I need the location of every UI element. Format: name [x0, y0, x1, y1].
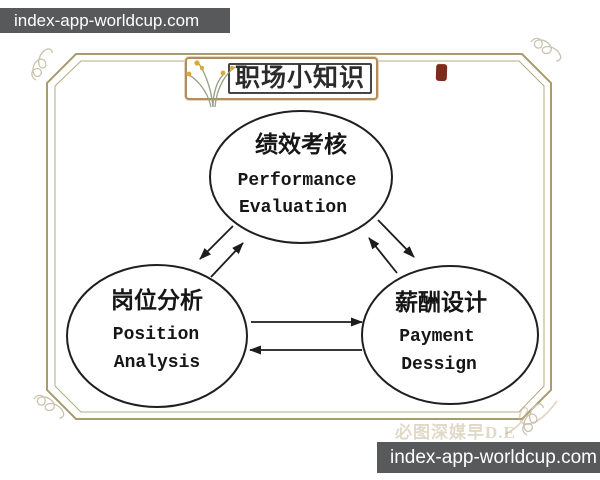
arrow-position-to-performance	[210, 242, 244, 278]
label-performance-zh: 绩效考核	[255, 131, 347, 157]
label-position-en1: Position	[113, 325, 199, 345]
banner-title-text: 职场小知识	[234, 65, 365, 92]
red-seal-mark	[435, 63, 448, 82]
node-payment-design	[361, 265, 539, 405]
arrow-payment-to-performance	[368, 237, 398, 274]
label-performance-en2: Evaluation	[239, 198, 347, 218]
watermark-bar-bottom: index-app-worldcup.com	[377, 442, 600, 473]
label-payment-en1: Payment	[399, 327, 475, 347]
label-position-zh: 岗位分析	[111, 287, 203, 313]
label-payment-en2: Dessign	[401, 355, 477, 375]
node-performance-evaluation	[209, 110, 393, 244]
watermark-text-top: index-app-worldcup.com	[14, 10, 200, 30]
arrow-performance-to-payment	[377, 219, 415, 258]
diagram-edges	[199, 219, 415, 355]
banner-title-box: 职场小知识	[228, 63, 372, 94]
arrow-performance-to-position	[199, 225, 234, 260]
faint-signature-text: 必图深媒早D.E	[395, 423, 516, 442]
signature-flourish	[504, 400, 558, 435]
label-payment-zh: 薪酬设计	[395, 289, 487, 315]
corner-flourish-bottom-left	[33, 388, 67, 424]
corner-flourish-top-left	[24, 46, 59, 81]
label-performance-en1: Performance	[238, 171, 357, 191]
label-position-en2: Analysis	[114, 353, 200, 373]
watermark-text-bottom: index-app-worldcup.com	[390, 446, 597, 468]
ornamental-frame	[24, 31, 564, 436]
node-position-analysis	[66, 264, 248, 408]
orchid-icon	[184, 60, 236, 108]
node-labels: 绩效考核 Performance Evaluation 岗位分析 Positio…	[111, 131, 487, 375]
title-banner: 职场小知识	[184, 57, 378, 108]
watermark-bar-top: index-app-worldcup.com	[0, 8, 230, 33]
corner-flourish-top-right	[530, 31, 564, 67]
